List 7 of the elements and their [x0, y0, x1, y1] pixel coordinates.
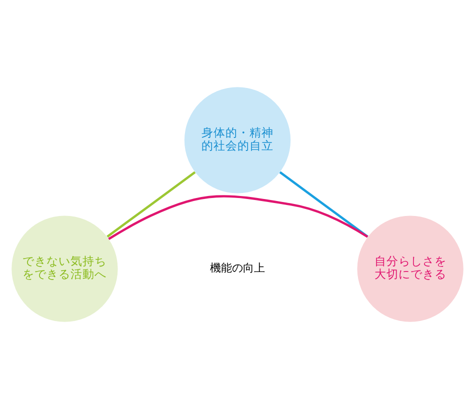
- connector: [108, 194, 368, 240]
- label: 機能の向上: [210, 261, 265, 274]
- node-circle: 身体的・精神的社会的自立: [184, 86, 291, 193]
- connector: [106, 170, 196, 238]
- node-circle: できない気持ちをできる活動へ: [12, 215, 118, 322]
- node-circle: 自分らしさを大切にできる: [357, 215, 464, 322]
- connector: [279, 170, 368, 238]
